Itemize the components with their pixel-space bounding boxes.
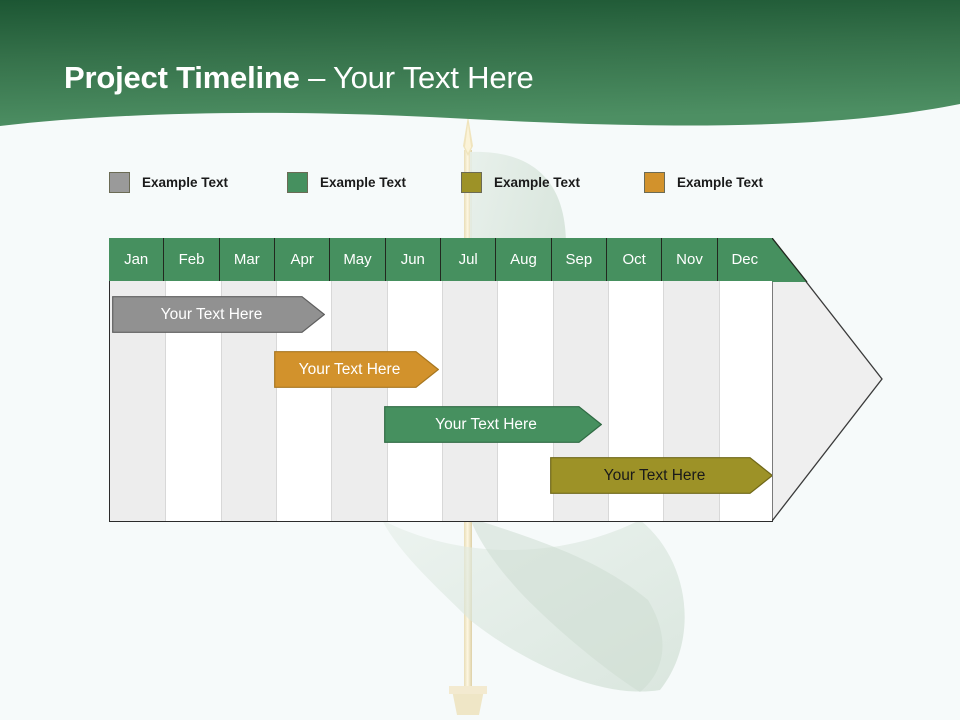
column-divider (608, 239, 609, 521)
legend-color-swatch (644, 171, 665, 193)
legend-color-swatch (109, 171, 130, 193)
gantt-column-oct (608, 239, 663, 521)
month-header-jul[interactable]: Jul (441, 238, 497, 281)
month-header-jun[interactable]: Jun (385, 238, 441, 281)
column-divider (552, 239, 554, 521)
legend-item-label: Example Text (677, 174, 764, 190)
column-divider (497, 239, 499, 521)
column-divider (663, 239, 665, 521)
month-header-mar[interactable]: Mar (219, 238, 275, 281)
month-header-nov[interactable]: Nov (662, 238, 718, 281)
page-title: Project Timeline – Your Text Here (64, 60, 534, 96)
month-header-dec[interactable]: Dec (717, 238, 773, 281)
column-divider (165, 239, 167, 521)
page-title-bold: Project Timeline (64, 60, 300, 95)
gantt-column-dec (718, 239, 774, 521)
gantt-bar[interactable]: Your Text Here (274, 351, 439, 388)
month-header-oct[interactable]: Oct (607, 238, 663, 281)
gantt-bar-shape (274, 351, 439, 388)
gantt-bar-shape (550, 457, 773, 494)
legend-item[interactable]: Example Text (461, 170, 580, 194)
gantt-bar-label: Your Text Here (603, 466, 706, 484)
header-band (0, 0, 960, 126)
legend-item-label: Example Text (494, 174, 581, 190)
gantt-bar-label: Your Text Here (435, 415, 537, 433)
legend-item[interactable]: Example Text (287, 170, 406, 194)
gantt-bar-shape (112, 296, 325, 333)
gantt-column-mar (220, 239, 276, 521)
legend-item-label: Example Text (320, 174, 407, 190)
gantt-bar[interactable]: Your Text Here (112, 296, 325, 333)
column-divider (442, 239, 443, 521)
timeline-arrow-head-green-cap (772, 238, 808, 282)
month-header-apr[interactable]: Apr (275, 238, 331, 281)
gantt-column-jan (110, 239, 166, 521)
gantt-bar[interactable]: Your Text Here (384, 406, 602, 443)
gantt-column-jul (442, 239, 498, 521)
month-header-may[interactable]: May (330, 238, 386, 281)
column-divider (220, 239, 222, 521)
gantt-bar-shape (384, 406, 602, 443)
month-header-jan[interactable]: Jan (109, 238, 165, 281)
month-header-aug[interactable]: Aug (496, 238, 552, 281)
legend-color-swatch (287, 171, 308, 193)
timeline-arrow-head (772, 238, 883, 522)
page-title-light: Your Text Here (333, 60, 534, 95)
page-title-separator: – (299, 60, 334, 95)
legend: Example Text Example Text Example Text Exam… (109, 170, 889, 194)
legend-item[interactable]: Example Text (109, 170, 228, 194)
month-header-sep[interactable]: Sep (551, 238, 607, 281)
column-divider (718, 239, 720, 521)
month-header-feb[interactable]: Feb (164, 238, 220, 281)
gantt-bar[interactable]: Your Text Here (550, 457, 773, 494)
gantt-bar-label: Your Text Here (298, 360, 401, 378)
legend-color-swatch (461, 171, 482, 193)
gantt-column-aug (497, 239, 552, 521)
gantt-column-feb (165, 239, 220, 521)
legend-item-label: Example Text (142, 174, 229, 190)
legend-item[interactable]: Example Text (644, 170, 763, 194)
gantt-bar-label: Your Text Here (160, 305, 263, 323)
